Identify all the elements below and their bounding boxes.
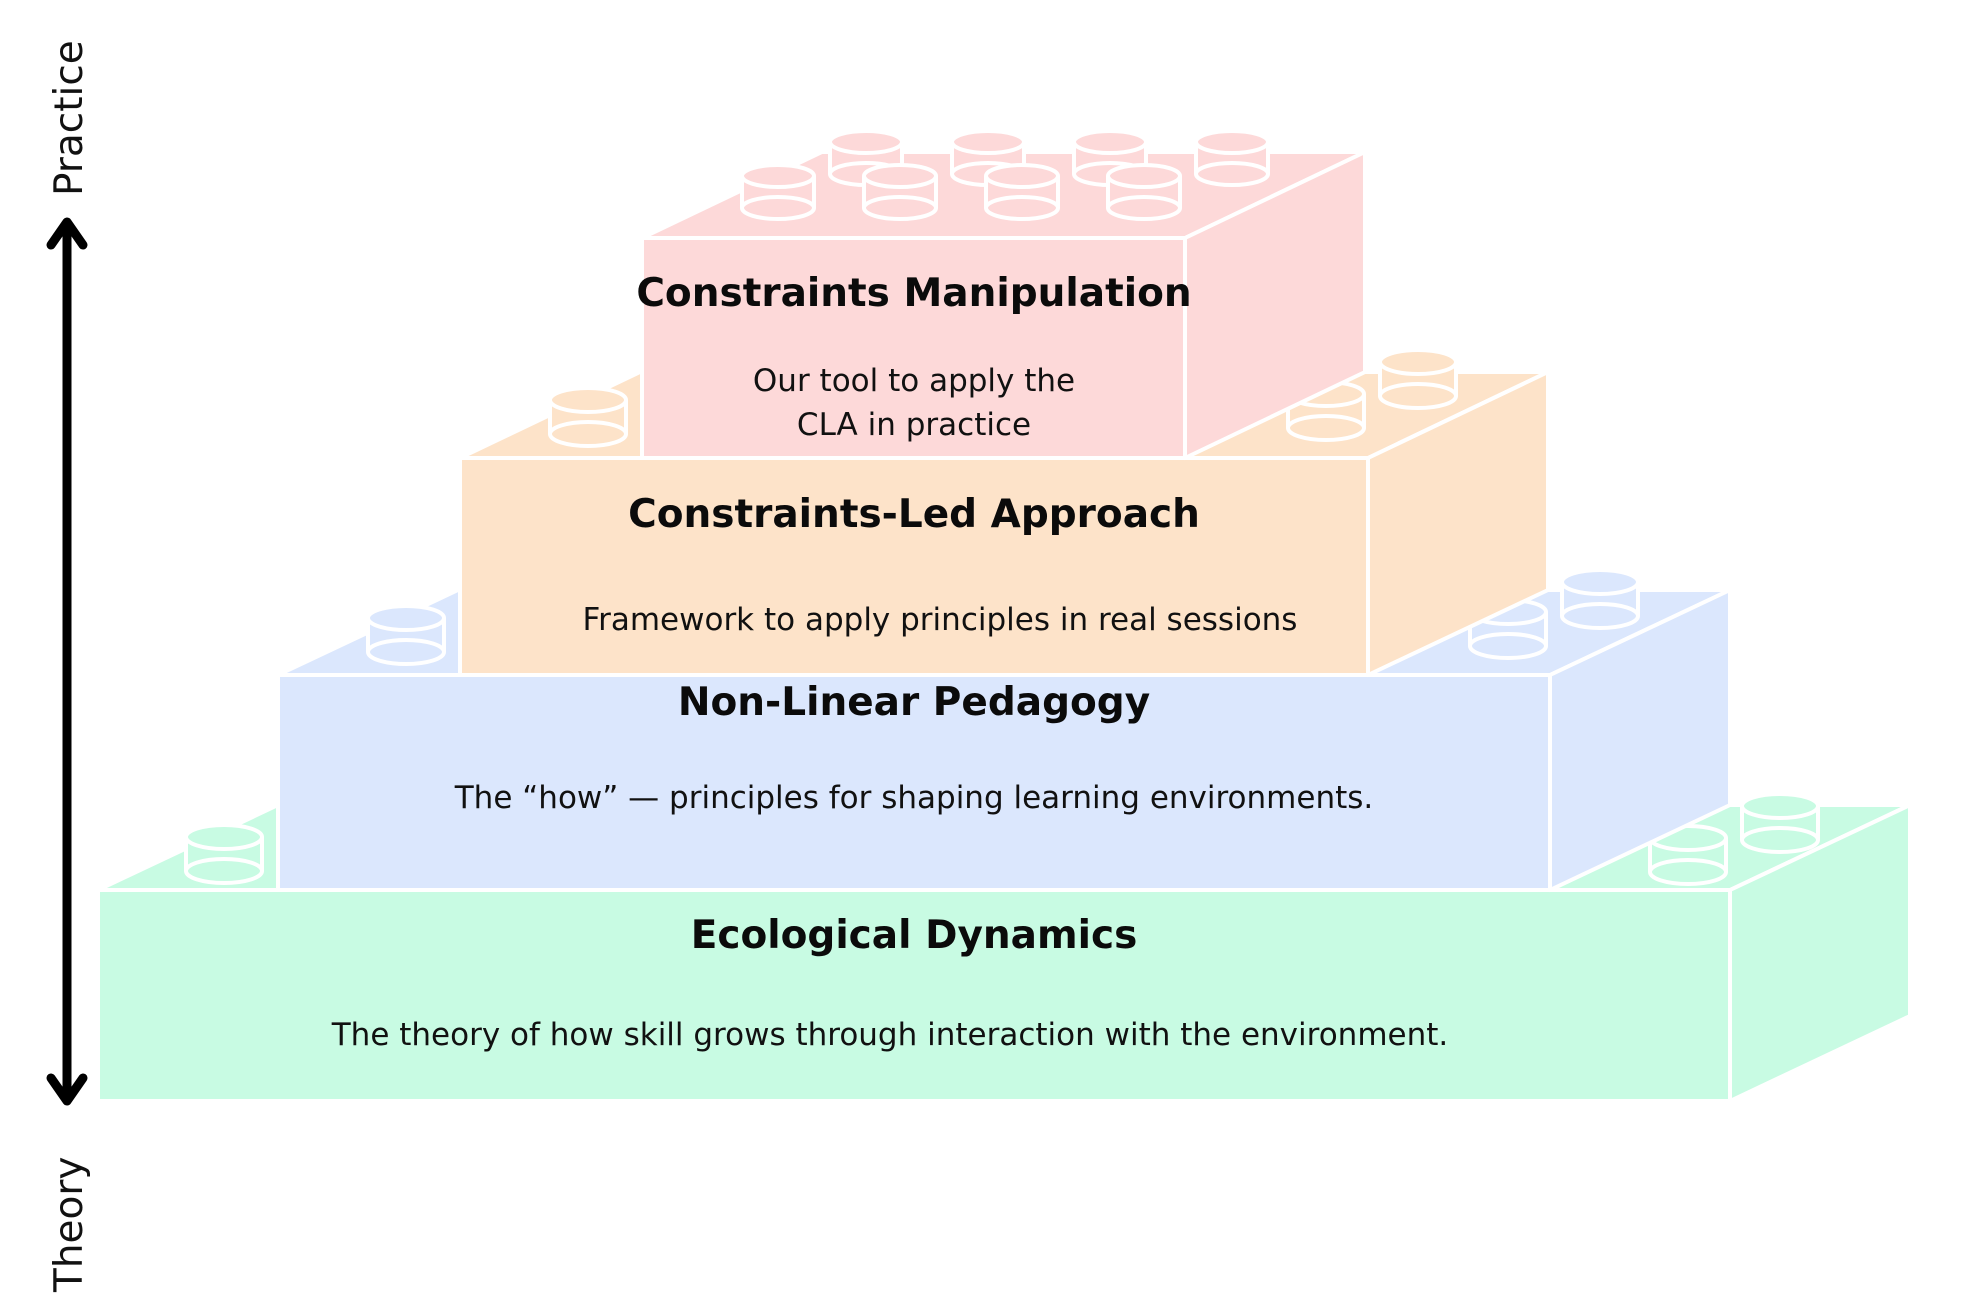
layer-description: The theory of how skill grows through in… (331, 1017, 1449, 1053)
layer-description: Framework to apply principles in real se… (583, 602, 1298, 638)
axis-arrowhead-bottom (46, 1073, 88, 1106)
brick-front-face (276, 673, 1552, 892)
stud (740, 163, 816, 221)
brick-front-face (640, 236, 1187, 460)
layer-constraints-manipulation: Constraints Manipulation Our tool to app… (636, 129, 1367, 460)
axis-label-theory: Theory (47, 1156, 92, 1293)
stud (1378, 348, 1458, 410)
brick-studs (548, 348, 1458, 448)
stud (862, 163, 938, 221)
brick-studs (184, 792, 1820, 886)
layer-title: Non-Linear Pedagogy (678, 680, 1150, 725)
stud (1194, 129, 1270, 187)
stud (1560, 568, 1640, 630)
layer-description-line-2: CLA in practice (797, 407, 1031, 443)
stud (1740, 792, 1820, 854)
axis-arrowhead-top (46, 217, 88, 250)
stud (366, 604, 446, 666)
layer-title: Constraints Manipulation (636, 271, 1191, 316)
stud (1106, 163, 1182, 221)
layer-description: The “how” — principles for shaping learn… (454, 780, 1374, 816)
stud (548, 386, 628, 448)
theory-practice-axis: Practice Theory (46, 40, 92, 1293)
axis-label-practice: Practice (47, 40, 92, 196)
layer-description-line-1: Our tool to apply the (753, 363, 1075, 399)
layer-title: Constraints-Led Approach (628, 492, 1200, 537)
brick-studs (740, 129, 1270, 221)
brick-front-face (96, 888, 1732, 1103)
stud (184, 823, 264, 885)
stud (984, 163, 1060, 221)
layer-title: Ecological Dynamics (691, 913, 1138, 958)
brick-front-face (458, 456, 1370, 677)
